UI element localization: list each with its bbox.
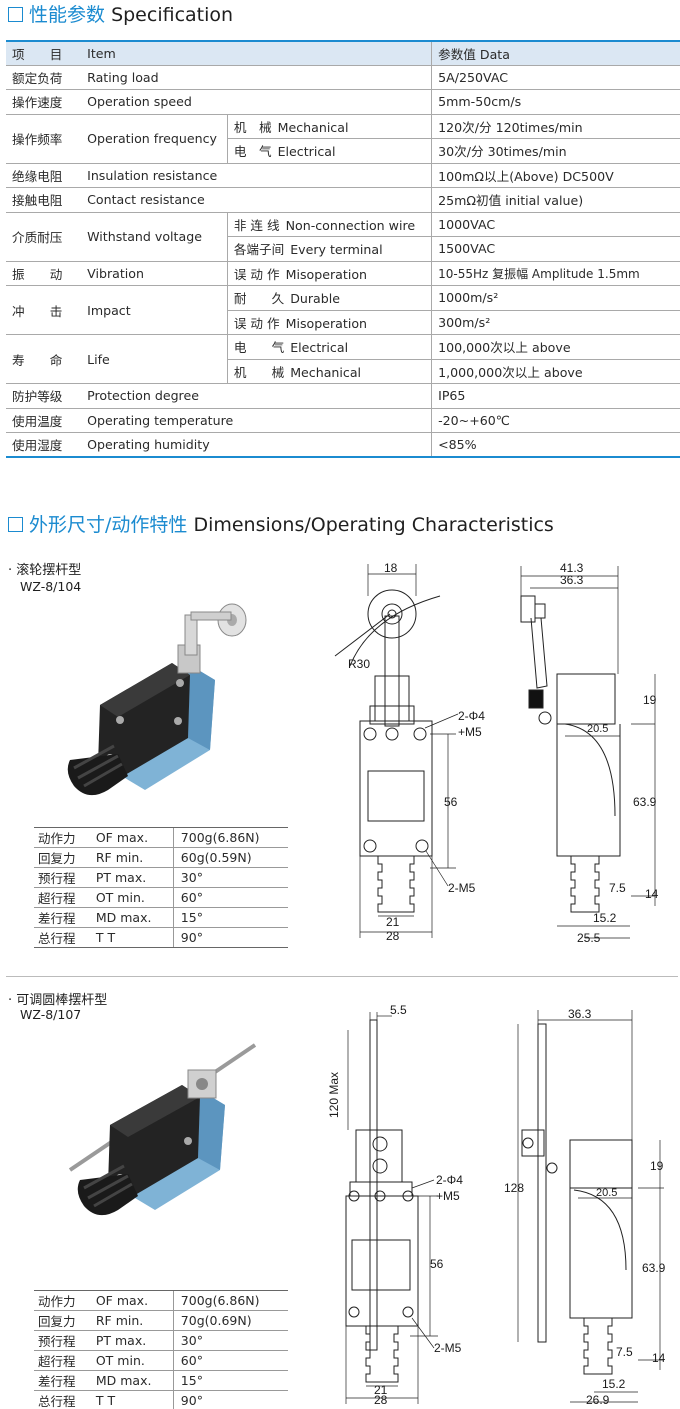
dim-14: 14	[652, 1351, 666, 1365]
table-row: 使用温度 Operating temperature -20~+60℃	[6, 407, 680, 433]
spec-title-en: Specification	[111, 4, 234, 26]
dim-28: 28	[386, 929, 400, 943]
dim-14: 14	[645, 887, 659, 901]
table-row: 接触电阻 Contact resistance 25mΩ初值 initial v…	[6, 187, 680, 212]
dim-56: 56	[444, 795, 458, 809]
dim-15-2: 15.2	[593, 911, 617, 925]
dim-25-5: 25.5	[577, 931, 601, 945]
spec-section-title: 性能参数 Specification	[8, 0, 233, 27]
dim-7-5: 7.5	[609, 881, 626, 895]
type1-name: · 滚轮摆杆型	[8, 563, 82, 578]
dim-7-5: 7.5	[616, 1345, 633, 1359]
checkbox-square-icon	[8, 517, 23, 532]
spec-table: 项 目 Item 参数值 Data 额定负荷 Rating load 5A/25…	[6, 40, 680, 458]
dim-21: 21	[374, 1383, 388, 1397]
roller-lever-switch-image	[67, 603, 247, 796]
dim-36-3: 36.3	[568, 1007, 592, 1021]
dim-63-9: 63.9	[633, 795, 657, 809]
table-row: 额定负荷 Rating load 5A/250VAC	[6, 64, 680, 90]
dim-56: 56	[430, 1257, 444, 1271]
table-row: 防护等级 Protection degree IP65	[6, 383, 680, 408]
type2-model: WZ-8/107	[20, 1007, 82, 1022]
type1-model: WZ-8/104	[20, 579, 82, 594]
dim-63-9: 63.9	[642, 1261, 666, 1275]
dim-120-max: 120 Max	[327, 1072, 341, 1118]
dim-41-3: 41.3	[560, 561, 584, 575]
dim-26-9: 26.9	[586, 1393, 610, 1405]
dim-20-5: 20.5	[596, 1187, 617, 1199]
table-row: 使用湿度 Operating humidity <85%	[6, 432, 680, 458]
dims-section-title: 外形尺寸/动作特性 Dimensions/Operating Character…	[8, 510, 554, 537]
dim-hole: 2-Φ4	[436, 1173, 463, 1187]
table-row: 绝缘电阻 Insulation resistance 100mΩ以上(Above…	[6, 162, 680, 188]
dim-19: 19	[650, 1159, 664, 1173]
dim-m5a: +M5	[436, 1189, 460, 1203]
dim-20-5: 20.5	[587, 723, 608, 735]
header-data: 参数值 Data	[431, 40, 680, 65]
dim-128: 128	[504, 1181, 524, 1195]
section-divider	[6, 976, 678, 977]
front-dimension-drawing-1: 18 R30 2-Φ4 +M5 56 2-M5 21 28	[334, 561, 485, 943]
header-item-en: Item	[81, 40, 432, 65]
type2-name: · 可调圆棒摆杆型	[8, 993, 108, 1008]
front-dimension-drawing-2: 5.5 120 Max 2-Φ4 +M5 56 2-M5 21 28	[327, 1003, 463, 1405]
dim-hole: 2-Φ4	[458, 709, 485, 723]
adjustable-rod-lever-switch-image	[68, 1043, 257, 1216]
dim-m5b: 2-M5	[434, 1341, 462, 1355]
dim-21: 21	[386, 915, 400, 929]
dim-28: 28	[374, 1393, 388, 1405]
spec-title-cn: 性能参数	[29, 4, 106, 26]
dim-36-3: 36.3	[560, 573, 584, 587]
dim-18: 18	[384, 561, 398, 575]
side-dimension-drawing-2: 36.3 128 19 20.5 63.9 7.5 14 15.2 26.9	[504, 1007, 666, 1405]
dim-5-5: 5.5	[390, 1003, 407, 1017]
dim-m5a: +M5	[458, 725, 482, 739]
side-dimension-drawing-1: 41.3 36.3 19 20.5 63.9 7.5 14 15.2 25.5	[520, 561, 659, 945]
dims-title-en: Dimensions/Operating Characteristics	[193, 514, 554, 536]
dim-15-2: 15.2	[602, 1377, 626, 1391]
header-item-cn: 项 目	[6, 40, 82, 65]
dim-19: 19	[643, 693, 657, 707]
spec-header-row: 项 目 Item 参数值 Data	[6, 40, 680, 65]
checkbox-square-icon	[8, 7, 23, 22]
dim-r30: R30	[348, 657, 370, 671]
dims-title-cn: 外形尺寸/动作特性	[29, 514, 188, 536]
table-row: 操作速度 Operation speed 5mm-50cm/s	[6, 89, 680, 114]
dim-m5b: 2-M5	[448, 881, 476, 895]
